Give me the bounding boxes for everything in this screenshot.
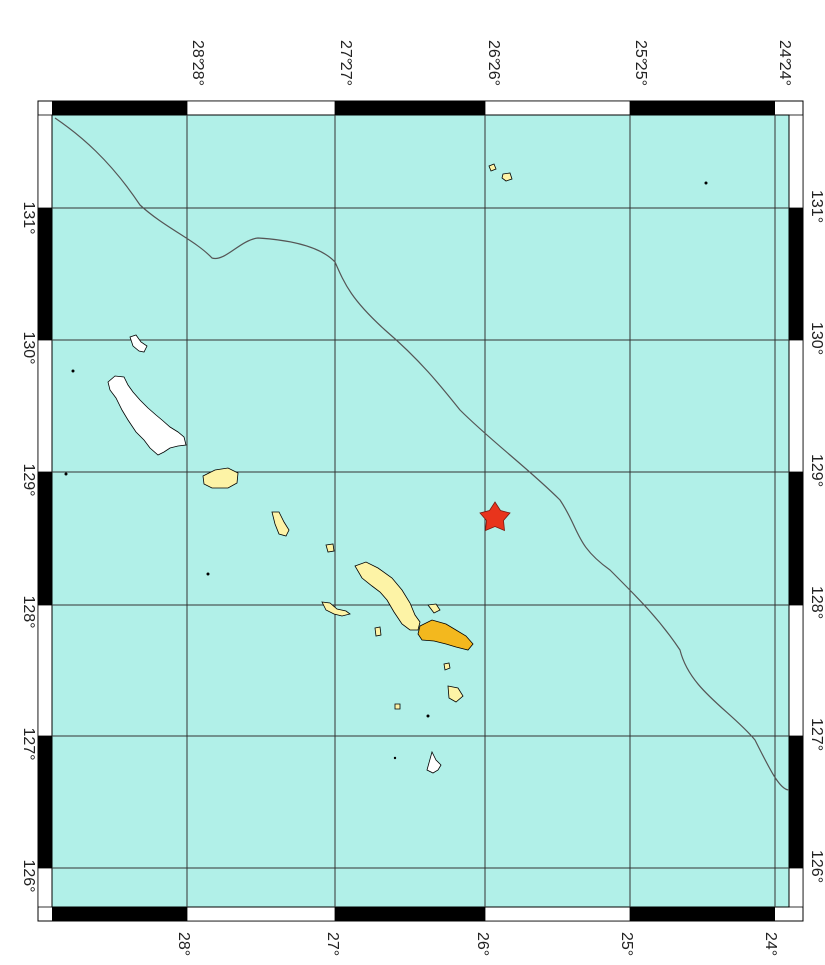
left-labels: 131° 130° 129° 128° 127° 126° [20, 201, 37, 892]
top-label-row2-1: 27° [337, 62, 354, 86]
left-label-2: 129° [20, 463, 37, 496]
bottom-label-0: 28° [175, 932, 192, 956]
top-label-row2-0: 28° [189, 62, 206, 86]
frame-top-bars [52, 100, 775, 116]
frame-bottom-bars [52, 906, 775, 922]
top-labels-row1: 28° 27° 26° 25° 24° [189, 40, 793, 64]
right-label-3: 128° [808, 586, 825, 619]
sea-area [51, 114, 790, 908]
top-label-row1-4: 24° [776, 40, 793, 64]
bottom-label-1: 27° [324, 932, 341, 956]
bottom-label-2: 26° [474, 932, 491, 956]
bottom-label-3: 25° [618, 932, 635, 956]
islands-cluster [427, 603, 464, 703]
top-label-row2-4: 24° [776, 62, 793, 86]
bottom-labels: 28° 27° 26° 25° 24° [175, 932, 779, 956]
right-label-1: 130° [808, 322, 825, 355]
top-labels-row2: 28° 27° 26° 25° 24° [189, 62, 793, 86]
trench-line [54, 117, 790, 791]
right-label-5: 126° [808, 850, 825, 883]
islets [64, 181, 708, 760]
top-label-row2-3: 25° [632, 62, 649, 86]
top-label-row1-2: 26° [485, 40, 502, 64]
left-label-5: 126° [20, 859, 37, 892]
left-label-3: 128° [20, 595, 37, 628]
graticule [52, 115, 789, 907]
bottom-label-4: 24° [762, 932, 779, 956]
top-label-row1-0: 28° [189, 40, 206, 64]
islands-pale [202, 163, 513, 710]
star-icon [479, 501, 511, 532]
island-orange [417, 619, 474, 651]
left-label-4: 127° [20, 727, 37, 760]
right-labels: 131° 130° 129° 128° 127° 126° [808, 190, 825, 883]
left-label-0: 131° [20, 201, 37, 234]
top-label-row1-1: 27° [337, 40, 354, 64]
frame-right-bars [788, 114, 804, 908]
islands-white [107, 334, 442, 774]
right-label-2: 129° [808, 454, 825, 487]
left-label-1: 130° [20, 331, 37, 364]
frame-left-bars [37, 114, 53, 908]
right-label-0: 131° [808, 190, 825, 223]
right-label-4: 127° [808, 718, 825, 751]
top-label-row2-2: 26° [485, 62, 502, 86]
top-label-row1-3: 25° [632, 40, 649, 64]
